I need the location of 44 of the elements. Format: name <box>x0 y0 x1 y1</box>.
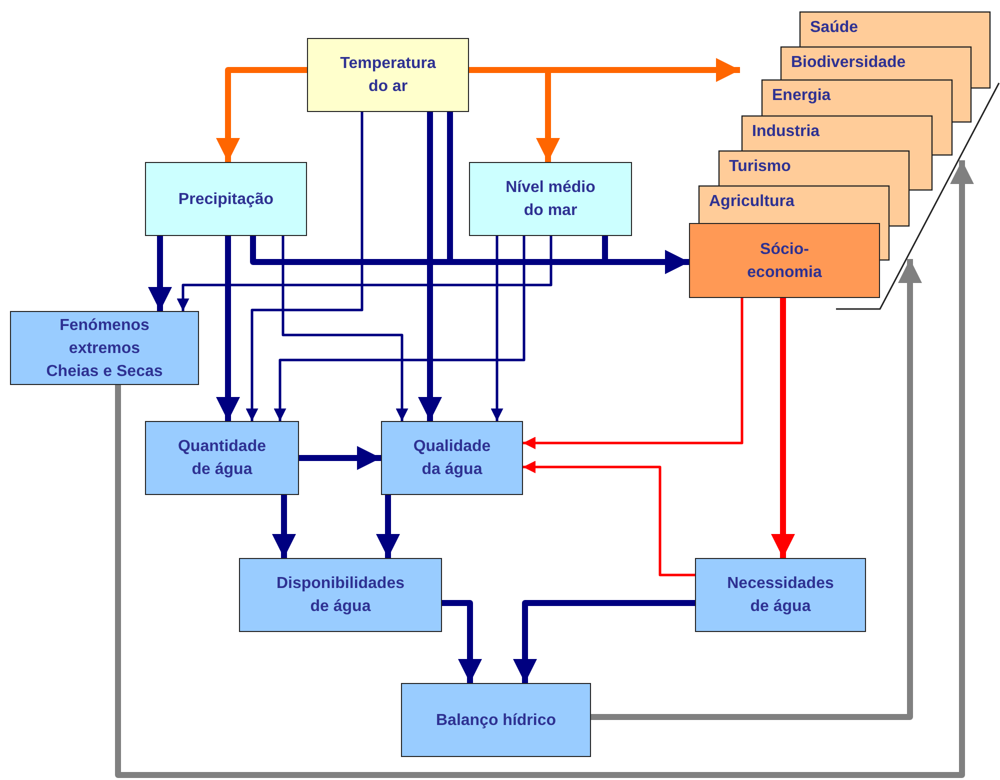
arrow <box>523 298 744 450</box>
box-label: Industria <box>752 122 820 142</box>
process-box <box>401 683 591 757</box>
box-label: Nível médio do mar <box>504 178 596 221</box>
process-box <box>145 421 299 495</box>
arrow <box>148 236 172 311</box>
arrow <box>299 446 381 470</box>
arrow <box>513 600 695 683</box>
arrow <box>376 495 400 558</box>
arrow <box>771 298 795 558</box>
process-box <box>689 223 880 298</box>
box-label: Saúde <box>810 18 858 38</box>
box-label: Energia <box>772 86 831 106</box>
box-label: Sócio-economia <box>746 240 823 282</box>
arrow <box>282 236 408 421</box>
box-label: Balanço hídrico <box>436 710 556 730</box>
box-label: Disponibilidades de água <box>275 574 406 617</box>
box-label: Qualidade da água <box>412 437 492 480</box>
arrow <box>591 259 922 720</box>
box-label: Fenómenos extremos Cheias e Secas <box>45 316 164 382</box>
process-box <box>695 558 866 632</box>
box-label: Temperatura do ar <box>339 54 437 97</box>
box-label: Quantidade de água <box>176 437 267 480</box>
arrow <box>418 112 442 421</box>
box-label: Agricultura <box>709 192 794 212</box>
arrow <box>274 236 526 421</box>
box-label: Biodiversidade <box>791 53 906 73</box>
arrow <box>523 460 695 576</box>
process-box <box>469 162 632 236</box>
box-label: Precipitação <box>178 190 274 210</box>
process-box <box>145 162 307 236</box>
process-box <box>307 38 469 112</box>
arrow <box>216 236 240 421</box>
arrow <box>216 67 307 162</box>
arrow <box>490 236 504 421</box>
arrow <box>272 495 296 558</box>
process-box <box>10 311 199 385</box>
arrow <box>176 236 552 311</box>
box-label: Necessidades de água <box>726 574 835 617</box>
process-box <box>239 558 442 632</box>
box-label: Turismo <box>729 157 791 177</box>
arrow <box>115 160 974 778</box>
process-box <box>381 421 523 495</box>
arrow <box>246 112 364 421</box>
